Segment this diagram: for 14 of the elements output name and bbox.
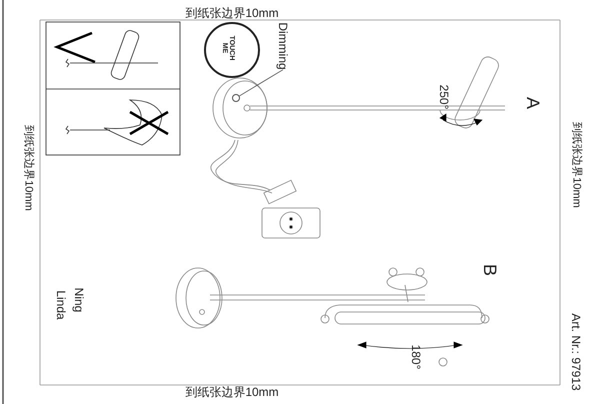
dimmer-button (232, 94, 240, 102)
margin-note: 到纸张边界10mm (185, 386, 279, 398)
callout-text: Dimming (277, 22, 289, 70)
view-letter: A (524, 97, 542, 109)
magnified-button-circle (204, 22, 260, 78)
margin-note: 到纸张边界10mm (22, 125, 34, 211)
designer-name: Ning (73, 288, 85, 312)
article-number: Art. Nr.: 97913 (570, 313, 582, 391)
designer-name: Linda (55, 290, 67, 320)
angle-label: 180° (410, 344, 422, 370)
margin-note: 到纸张边界10mm (570, 122, 582, 208)
leader-line (239, 69, 284, 96)
angle-label: 250° (438, 84, 450, 110)
view-letter: B (481, 264, 499, 276)
